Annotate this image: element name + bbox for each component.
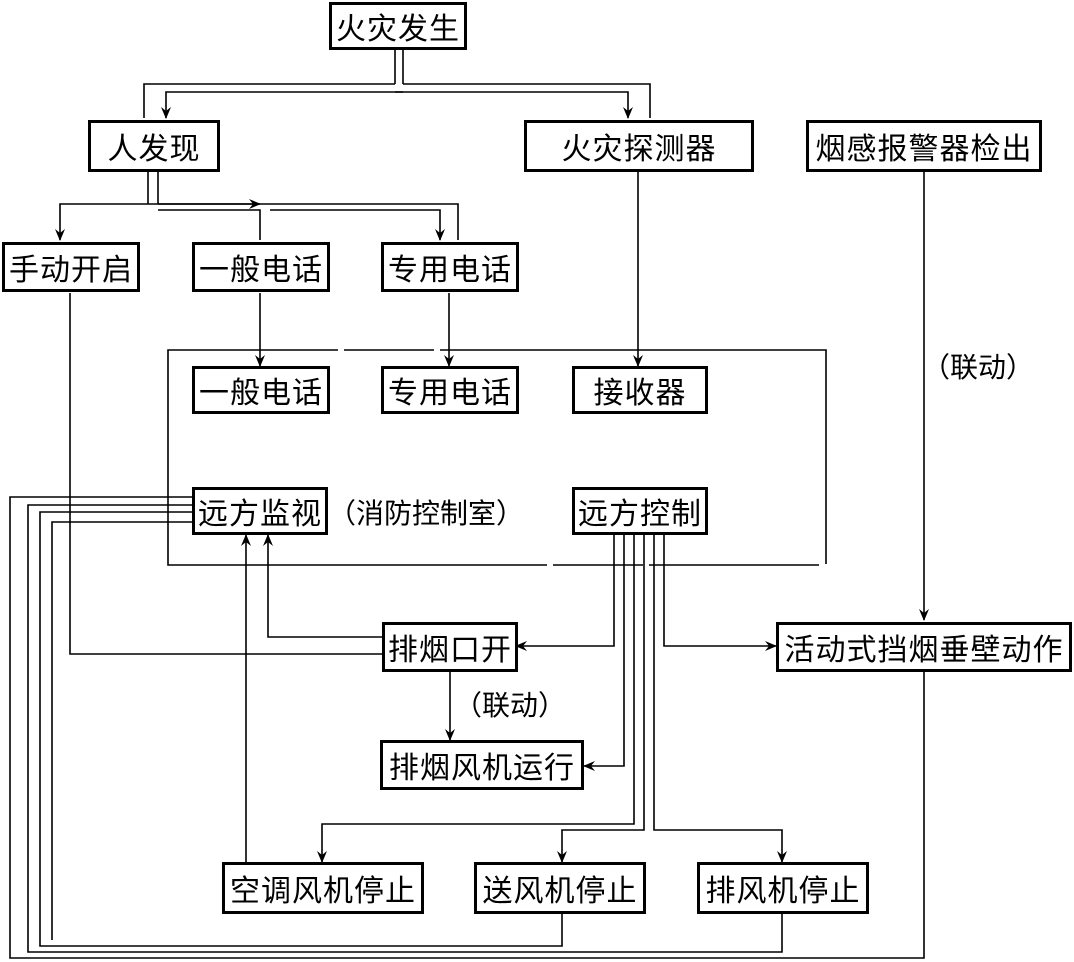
line-exhaust-feedback	[27, 504, 783, 953]
movable-smoke-barrier-box: 活动式挡烟垂壁动作	[776, 622, 1072, 672]
line-control-to-exhaust	[653, 535, 787, 863]
smoke-vent-open-box: 排烟口开	[382, 622, 518, 672]
fire-occurs-box: 火灾发生	[329, 2, 467, 50]
line-control-to-supply	[557, 535, 645, 863]
supply-fan-stop-box: 送风机停止	[474, 862, 646, 914]
control-room-frame	[167, 349, 827, 566]
remote-control-box: 远方控制	[572, 487, 708, 535]
line-control-to-vent	[515, 535, 615, 651]
remote-monitor-box: 远方监视	[192, 487, 328, 535]
line-control-to-barrier	[663, 535, 777, 651]
human-discovery-box: 人发现	[88, 120, 220, 172]
line-manual-to-vent	[69, 293, 382, 655]
room-general-phone-box: 一般电话	[192, 366, 330, 414]
smoke-fan-run-box: 排烟风机运行	[380, 740, 584, 790]
control-room-label: （消防控制室）	[328, 497, 525, 530]
line-supply-feedback	[39, 511, 563, 947]
line-human-split	[147, 172, 159, 204]
line-control-to-fan	[583, 535, 625, 771]
receiver-box: 接收器	[572, 366, 708, 414]
room-dedicated-phone-box: 专用电话	[381, 366, 519, 414]
linkage-label-mid: （联动）	[454, 689, 567, 722]
ac-fan-stop-box: 空调风机停止	[222, 862, 424, 914]
exhaust-fan-stop-box: 排风机停止	[697, 862, 869, 914]
linkage-label-right: （联动）	[922, 351, 1035, 384]
line-fire-to-split	[394, 48, 404, 84]
line-human-to-phone	[148, 204, 260, 240]
line-human-to-dedicated	[158, 203, 459, 240]
line-split-to-detector	[395, 83, 651, 118]
manual-open-box: 手动开启	[2, 242, 140, 292]
line-vent-to-monitor	[263, 534, 382, 638]
dedicated-phone-box: 专用电话	[381, 242, 519, 292]
line-barrier-feedback	[9, 496, 925, 959]
line-split-to-human	[143, 83, 403, 118]
line-control-to-ac	[317, 535, 635, 863]
line-monitor-feedback-inner	[51, 521, 192, 940]
general-phone-box: 一般电话	[192, 242, 330, 292]
fire-detector-box: 火灾探测器	[524, 120, 754, 172]
line-human-to-manual	[55, 203, 148, 241]
smoke-alarm-detect-box: 烟感报警器检出	[806, 120, 1042, 172]
